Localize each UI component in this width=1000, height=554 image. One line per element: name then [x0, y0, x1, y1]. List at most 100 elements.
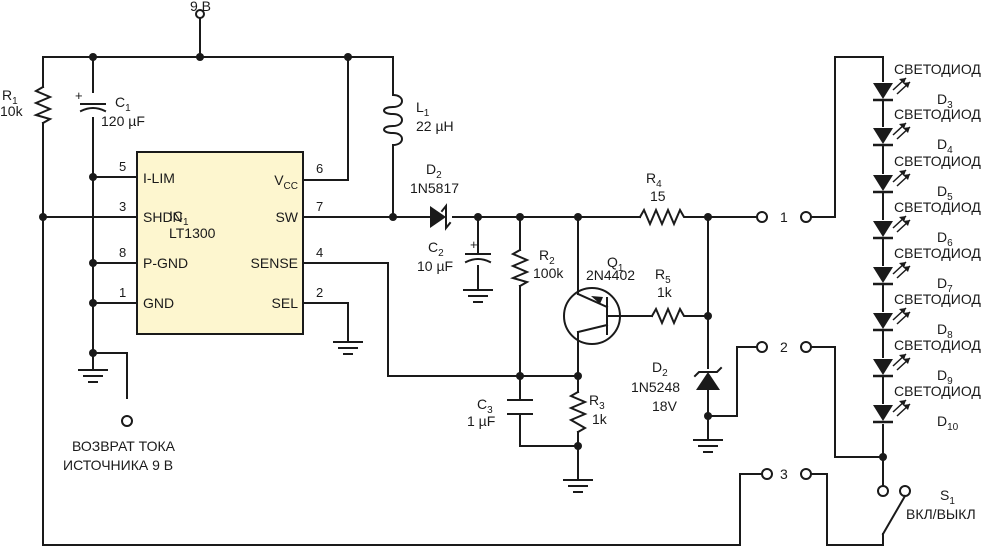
ground-sel — [333, 341, 363, 355]
switch-position-2: 2 — [780, 339, 788, 355]
switch-position-1: 1 — [780, 209, 788, 225]
resistor-r3: R3 1k — [568, 390, 608, 434]
r4-name: R4 — [646, 170, 662, 190]
led-d10: СВЕТОДИОД D10 — [873, 383, 981, 433]
pin-number-4: 4 — [316, 245, 323, 260]
s1-value: ВКЛ/ВЫКЛ — [906, 506, 976, 522]
led-name: D9 — [937, 367, 953, 387]
r3-name: R3 — [589, 392, 605, 412]
resistor-r1: R1 10k — [0, 85, 53, 125]
pin-label-gnd: GND — [143, 295, 174, 311]
c3-name: C3 — [477, 396, 493, 416]
led-name: D5 — [937, 183, 953, 203]
c1-value: 120 µF — [101, 113, 145, 129]
junction-dots — [39, 53, 887, 461]
pin-label-pgnd: P-GND — [143, 255, 188, 271]
led-label: СВЕТОДИОД — [894, 61, 981, 77]
s1-name: S1 — [940, 487, 955, 507]
ground-r3 — [563, 479, 593, 493]
d2-name: D2 — [426, 161, 442, 181]
led-label: СВЕТОДИОД — [894, 383, 981, 399]
d2-value: 1N5817 — [410, 180, 459, 196]
r2-name: R2 — [539, 247, 555, 267]
resistor-r5: R5 1k — [650, 266, 689, 326]
r3-value: 1k — [592, 411, 608, 427]
r1-name: R1 — [2, 87, 18, 107]
ground-c2 — [463, 289, 493, 303]
pin-number-3: 3 — [119, 199, 126, 214]
pin-number-8: 8 — [119, 245, 126, 260]
inductor-l1: L1 22 µH — [383, 93, 454, 147]
return-label-line1: ВОЗВРАТ ТОКА — [72, 438, 176, 454]
pin-label-sw: SW — [275, 209, 298, 225]
r2-value: 100k — [533, 265, 564, 281]
pin-label-sense: SENSE — [251, 255, 298, 271]
led-label: СВЕТОДИОД — [894, 291, 981, 307]
q1-name: Q1 — [607, 254, 624, 274]
pin-number-7: 7 — [316, 199, 323, 214]
led-string: СВЕТОДИОДD3СВЕТОДИОДD4СВЕТОДИОДD5СВЕТОДИ… — [873, 61, 981, 433]
r5-value: 1k — [657, 284, 673, 300]
resistor-r4: R4 15 — [638, 170, 689, 227]
c1-name: C1 — [115, 94, 131, 114]
l1-value: 22 µH — [416, 118, 454, 134]
r1-value: 10k — [0, 103, 24, 119]
diode-d2-schottky: D2 1N5817 — [410, 161, 459, 231]
switch-terminals: 1 2 3 — [756, 209, 812, 482]
l1-name: L1 — [416, 99, 430, 119]
c2-value: 10 µF — [417, 258, 453, 274]
zener-name: D2 — [652, 359, 668, 379]
led-label: СВЕТОДИОД — [894, 199, 981, 215]
led-d3: СВЕТОДИОД D3 — [873, 61, 981, 111]
ground-ic-left — [78, 369, 108, 383]
capacitor-c1: + C1 120 µF — [75, 88, 145, 129]
ic-lt1300: IC1 LT1300 I-LIM SHDN P-GND GND VCC SW S… — [119, 151, 323, 335]
wires — [42, 16, 884, 546]
r4-value: 15 — [650, 188, 666, 204]
pin-number-1: 1 — [119, 285, 126, 300]
ic-name: IC1 — [169, 208, 189, 228]
capacitor-c3: C3 1 µF — [467, 396, 533, 429]
led-name: D10 — [937, 413, 959, 433]
ground-symbols — [78, 289, 723, 493]
resistor-r2: R2 100k — [510, 247, 564, 288]
led-d4: СВЕТОДИОД D4 — [873, 106, 981, 156]
terminals — [121, 9, 205, 427]
pin-label-sel: SEL — [272, 295, 299, 311]
c2-plus: + — [470, 237, 478, 252]
ground-zener — [693, 439, 723, 453]
c1-plus: + — [75, 88, 83, 103]
led-d8: СВЕТОДИОД D8 — [873, 291, 981, 341]
pin-number-2: 2 — [316, 285, 323, 300]
pin-label-ilim: I-LIM — [143, 170, 175, 186]
pin-number-6: 6 — [316, 161, 323, 176]
led-label: СВЕТОДИОД — [894, 245, 981, 261]
led-name: D8 — [937, 321, 953, 341]
zener-value: 1N5248 — [631, 379, 680, 395]
capacitor-c2: + C2 10 µF — [417, 237, 492, 274]
c2-name: C2 — [428, 239, 444, 259]
pin-number-5: 5 — [119, 159, 126, 174]
led-label: СВЕТОДИОД — [894, 337, 981, 353]
pin-label-vcc: VCC — [274, 172, 298, 192]
switch-position-3: 3 — [780, 466, 788, 482]
led-d6: СВЕТОДИОД D6 — [873, 199, 981, 249]
transistor-q1: Q1 2N4402 — [563, 254, 635, 345]
led-name: D7 — [937, 275, 953, 295]
led-label: СВЕТОДИОД — [894, 106, 981, 122]
c3-value: 1 µF — [467, 413, 495, 429]
r5-name: R5 — [655, 266, 671, 286]
pin-label-shdn: SHDN — [143, 209, 183, 225]
q1-value: 2N4402 — [586, 267, 635, 283]
led-d7: СВЕТОДИОД D7 — [873, 245, 981, 295]
zener-voltage: 18V — [652, 398, 678, 414]
led-name: D4 — [937, 136, 953, 156]
led-name: D3 — [937, 91, 953, 111]
led-d9: СВЕТОДИОД D9 — [873, 337, 981, 387]
switch-s1: S1 ВКЛ/ВЫКЛ — [877, 485, 976, 536]
ic-part: LT1300 — [169, 225, 216, 241]
zener-diode: D2 1N5248 18V — [631, 359, 723, 414]
led-name: D6 — [937, 229, 953, 249]
